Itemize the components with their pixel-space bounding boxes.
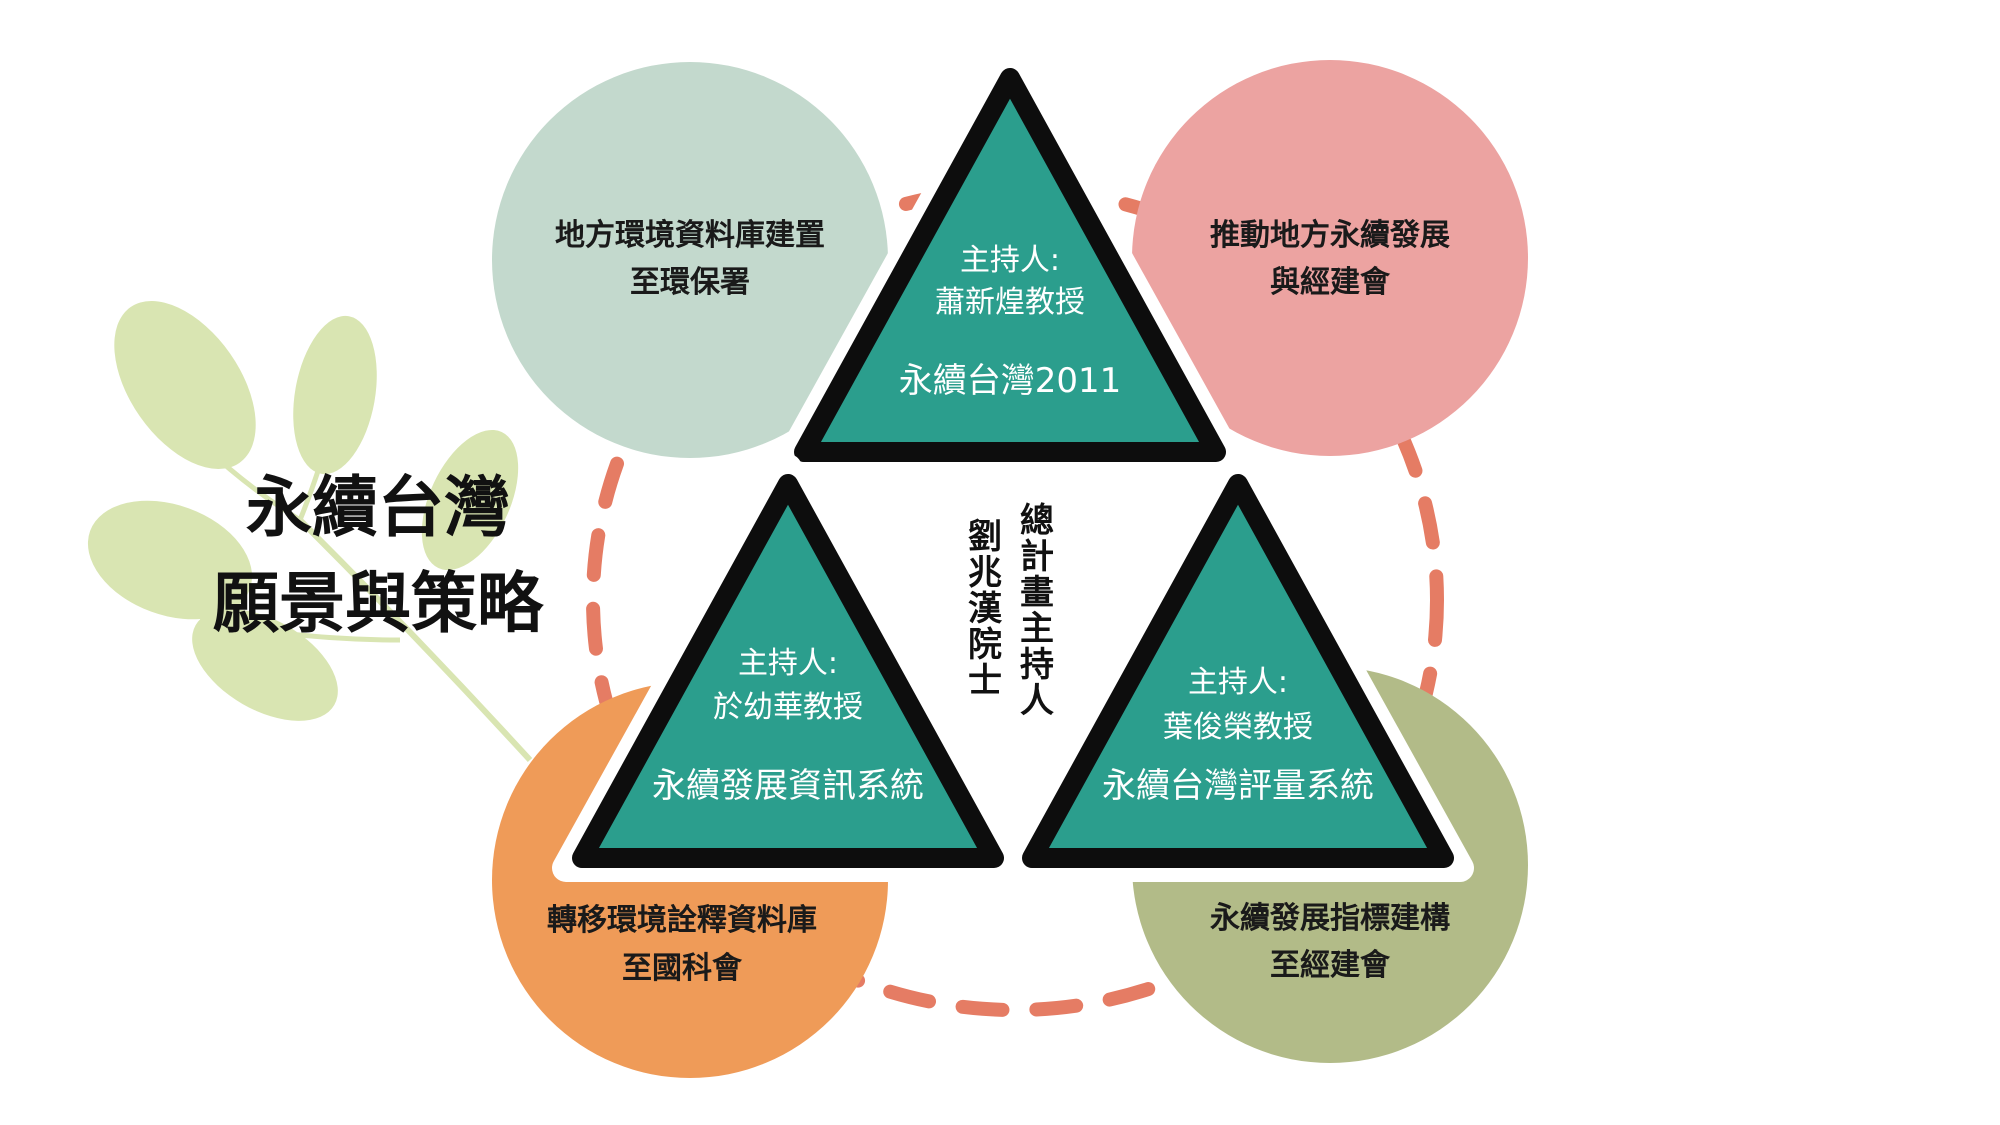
center-name-char: 劉 [968, 517, 1002, 557]
center-name-char: 院 [968, 625, 1002, 665]
circle-top-left-line1: 地方環境資料庫建置 [555, 218, 825, 253]
circle-bottom-right-line2: 至經建會 [1270, 948, 1391, 983]
center-name-char: 士 [968, 661, 1002, 701]
center-name-vertical: 劉 兆 漢 院 士 [968, 517, 1003, 701]
circle-bottom-right-line1: 永續發展指標建構 [1210, 901, 1450, 936]
title-line1: 永續台灣 [246, 469, 510, 546]
triangle-left-project: 永續發展資訊系統 [652, 766, 924, 806]
circle-top-left-line2: 至環保署 [630, 265, 750, 300]
triangle-left-host-label: 主持人: [738, 646, 838, 681]
triangle-right-host-name: 葉俊榮教授 [1163, 710, 1313, 745]
center-role-char: 計 [1020, 537, 1054, 577]
center-role-char: 持 [1020, 645, 1054, 685]
center-role-char: 畫 [1020, 573, 1054, 613]
triangle-right-project: 永續台灣評量系統 [1102, 766, 1374, 806]
triangle-right [1002, 454, 1474, 882]
triangle-top [774, 48, 1246, 476]
circle-top-left [492, 62, 888, 458]
circle-top-right-line1: 推動地方永續發展 [1210, 218, 1450, 253]
triangle-top-host-name: 蕭新煌教授 [935, 285, 1085, 320]
triangle-right-host-label: 主持人: [1188, 665, 1288, 700]
center-role-char: 總 [1020, 501, 1054, 541]
triangle-left-host-name: 於幼華教授 [713, 690, 863, 725]
center-name-char: 兆 [968, 553, 1002, 593]
triangle-left [552, 454, 1024, 882]
triangle-top-project: 永續台灣2011 [899, 361, 1122, 401]
center-name-char: 漢 [968, 589, 1003, 629]
center-role-vertical: 總 計 畫 主 持 人 [1020, 501, 1054, 721]
circle-top-right [1132, 60, 1528, 456]
title-line2: 願景與策略 [213, 565, 544, 642]
circle-bottom-left-line2: 至國科會 [622, 951, 743, 986]
triangle-top-host-label: 主持人: [960, 243, 1060, 278]
center-role-char: 人 [1020, 681, 1054, 721]
center-role-char: 主 [1020, 609, 1054, 649]
circle-bottom-left-line1: 轉移環境詮釋資料庫 [547, 903, 817, 938]
leaf-branch-icon [87, 301, 533, 763]
circle-top-right-line2: 與經建會 [1270, 265, 1391, 300]
